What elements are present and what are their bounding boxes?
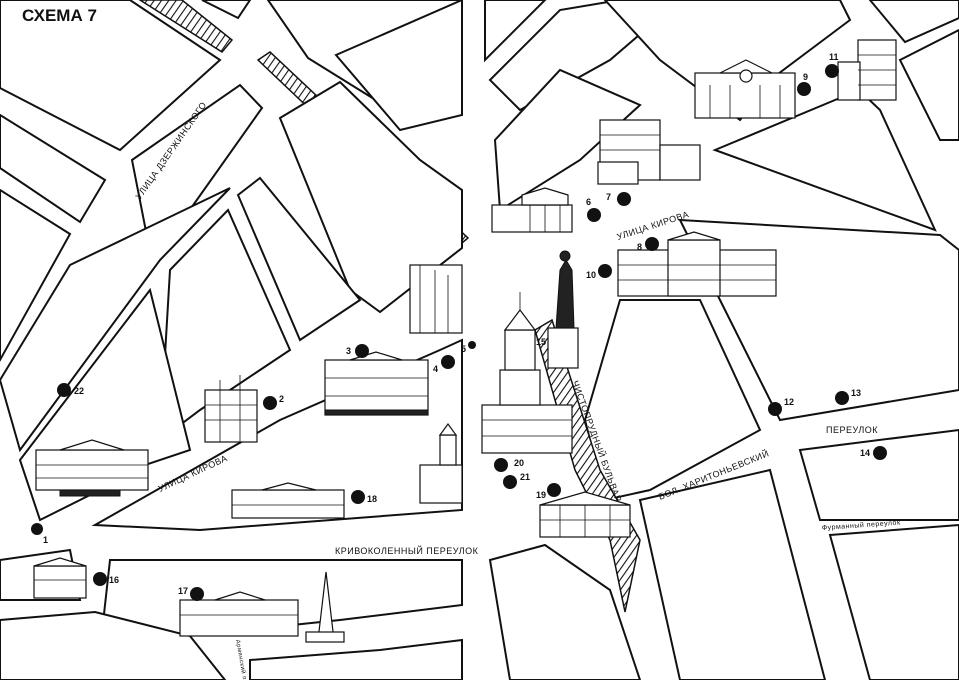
map-title: СХЕМА 7 bbox=[22, 6, 97, 25]
building-illustration bbox=[231, 482, 345, 519]
poi-number: 15 bbox=[536, 337, 546, 347]
poi-marker-9[interactable]: 9 bbox=[797, 72, 811, 96]
title-background bbox=[6, 3, 114, 27]
poi-marker-20[interactable]: 20 bbox=[494, 458, 524, 472]
building-illustration bbox=[324, 351, 429, 416]
poi-number: 2 bbox=[279, 394, 284, 404]
poi-number: 20 bbox=[514, 458, 524, 468]
block bbox=[638, 468, 827, 680]
poi-number: 11 bbox=[829, 52, 839, 62]
poi-marker-7[interactable]: 7 bbox=[606, 192, 631, 206]
poi-number: 10 bbox=[586, 270, 596, 280]
poi-number: 12 bbox=[784, 397, 794, 407]
poi-number: 1 bbox=[43, 535, 48, 545]
block bbox=[0, 0, 222, 152]
poi-marker-13[interactable]: 13 bbox=[835, 388, 861, 405]
poi-marker-18[interactable]: 18 bbox=[351, 490, 377, 504]
poi-marker-19[interactable]: 19 bbox=[536, 483, 561, 500]
poi-number: 18 bbox=[367, 494, 377, 504]
poi-layer: 1 2 3 4 5 6 7 8 9 10 11 12 13 14 15 16 1… bbox=[31, 52, 887, 601]
poi-marker-11[interactable]: 11 bbox=[825, 52, 839, 78]
building-illustration bbox=[409, 264, 463, 334]
poi-marker-15[interactable]: 15 bbox=[536, 337, 546, 347]
poi-number: 14 bbox=[860, 448, 870, 458]
poi-number: 3 bbox=[346, 346, 351, 356]
city-blocks-right bbox=[484, 0, 959, 680]
building-illustration bbox=[597, 119, 701, 185]
building-illustration bbox=[33, 557, 87, 599]
block bbox=[583, 299, 762, 502]
block bbox=[898, 28, 959, 141]
poi-number: 5 bbox=[461, 344, 466, 354]
poi-marker-12[interactable]: 12 bbox=[768, 397, 794, 416]
poi-number: 7 bbox=[606, 192, 611, 202]
block bbox=[798, 428, 959, 521]
poi-marker-10[interactable]: 10 bbox=[586, 264, 612, 280]
poi-number: 9 bbox=[803, 72, 808, 82]
building-illustration bbox=[204, 375, 258, 443]
block bbox=[828, 523, 959, 680]
city-blocks-left bbox=[0, 0, 470, 680]
statue-illustration bbox=[547, 250, 579, 369]
block bbox=[201, 0, 252, 20]
building-drawings bbox=[33, 39, 897, 643]
block bbox=[249, 638, 463, 680]
building-illustration bbox=[481, 292, 573, 454]
poi-marker-17[interactable]: 17 bbox=[178, 586, 204, 601]
building-illustration bbox=[837, 39, 897, 101]
poi-marker-22[interactable]: 22 bbox=[57, 383, 84, 397]
building-illustration bbox=[491, 187, 573, 233]
building-illustration bbox=[35, 439, 149, 497]
poi-number: 13 bbox=[851, 388, 861, 398]
block bbox=[488, 543, 642, 680]
block bbox=[484, 0, 547, 63]
building-illustration bbox=[617, 231, 777, 297]
poi-number: 21 bbox=[520, 472, 530, 482]
boulevard-strip bbox=[138, 0, 234, 53]
poi-number: 4 bbox=[433, 364, 438, 374]
poi-marker-21[interactable]: 21 bbox=[503, 472, 530, 489]
street-label-krivokolenny: КРИВОКОЛЕННЫЙ ПЕРЕУЛОК bbox=[335, 545, 479, 556]
building-illustration bbox=[419, 422, 463, 504]
poi-marker-4[interactable]: 4 bbox=[433, 355, 455, 374]
block bbox=[334, 0, 463, 132]
block bbox=[0, 113, 107, 224]
poi-marker-1[interactable]: 1 bbox=[31, 523, 48, 545]
poi-marker-5[interactable]: 5 bbox=[461, 341, 476, 354]
poi-number: 22 bbox=[74, 386, 84, 396]
poi-marker-14[interactable]: 14 bbox=[860, 446, 887, 460]
street-label-pereulok: ПЕРЕУЛОК bbox=[826, 425, 878, 435]
poi-marker-3[interactable]: 3 bbox=[346, 344, 369, 358]
poi-number: 17 bbox=[178, 586, 188, 596]
poi-marker-16[interactable]: 16 bbox=[93, 572, 119, 586]
block bbox=[868, 0, 959, 44]
block bbox=[0, 187, 231, 453]
building-illustration bbox=[694, 59, 796, 119]
poi-number: 19 bbox=[536, 490, 546, 500]
poi-number: 16 bbox=[109, 575, 119, 585]
poi-marker-2[interactable]: 2 bbox=[263, 394, 284, 410]
block bbox=[712, 88, 937, 232]
poi-number: 6 bbox=[586, 197, 591, 207]
building-illustration bbox=[539, 491, 631, 538]
building-illustration bbox=[179, 571, 345, 643]
block bbox=[0, 188, 72, 363]
poi-marker-8[interactable]: 8 bbox=[637, 237, 659, 252]
block bbox=[236, 176, 362, 342]
poi-number: 8 bbox=[637, 242, 642, 252]
block bbox=[0, 610, 227, 680]
poi-marker-6[interactable]: 6 bbox=[586, 197, 601, 222]
